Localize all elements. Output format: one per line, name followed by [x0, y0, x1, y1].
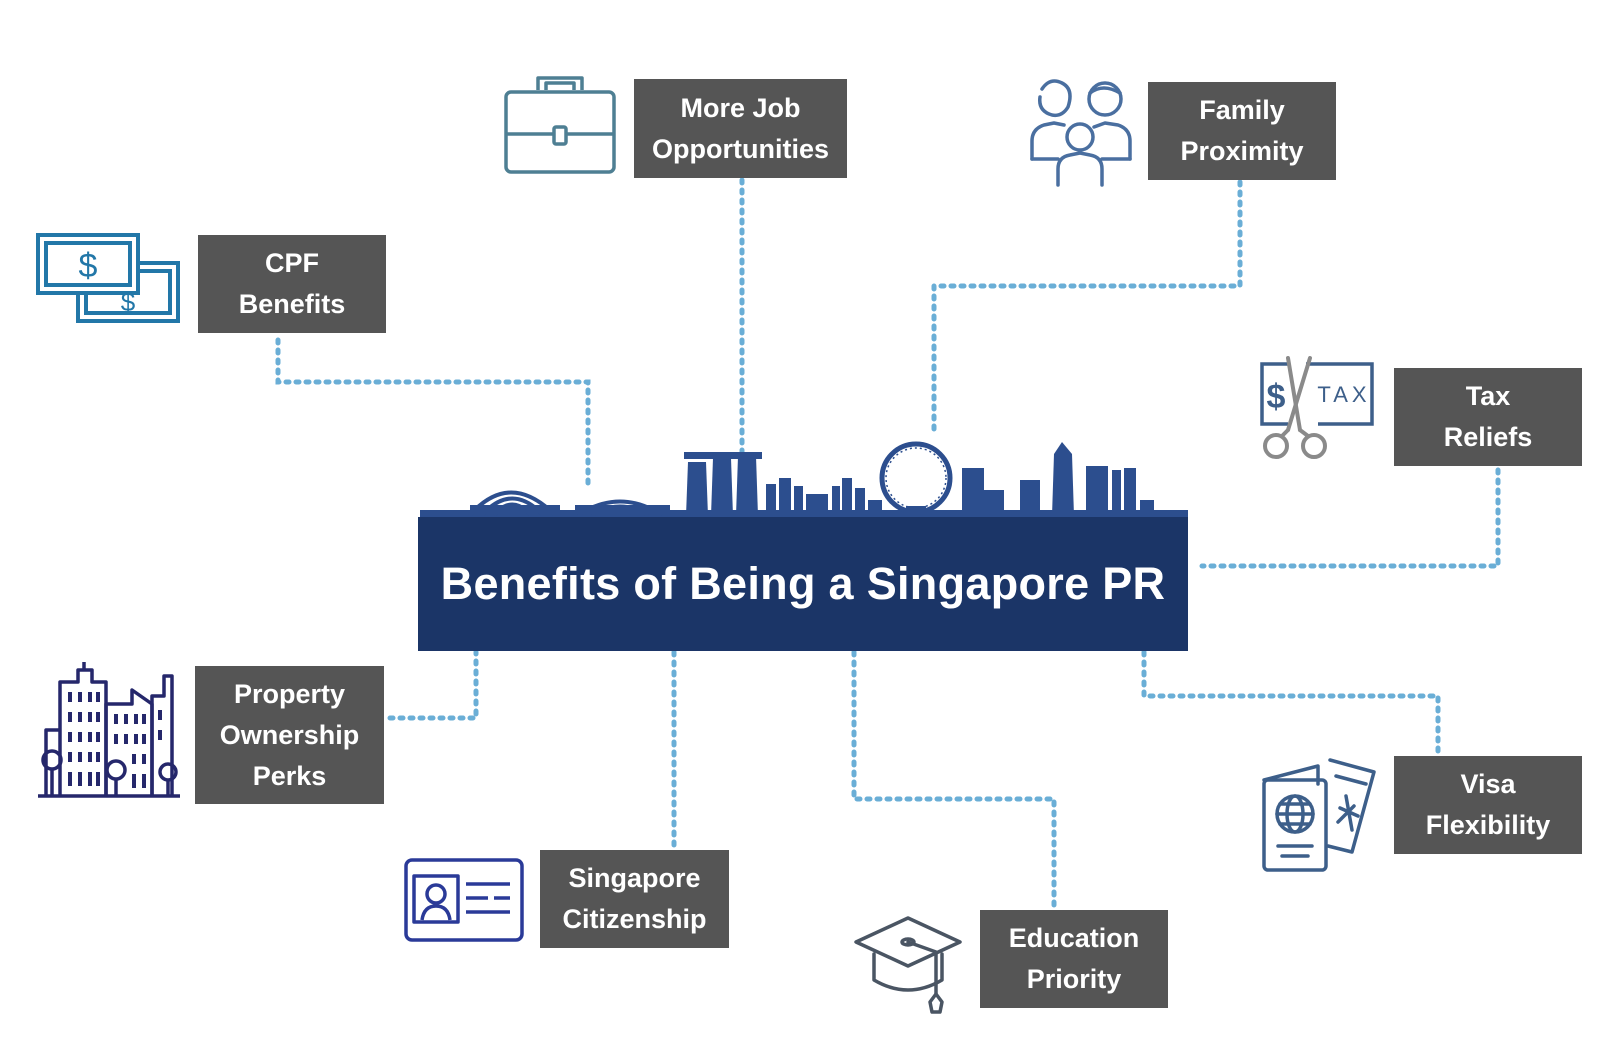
benefit-label-line: Proximity [1180, 136, 1304, 166]
city-buildings-icon [38, 662, 180, 798]
benefit-label-line: Perks [252, 760, 327, 791]
benefit-label-line: Opportunities [652, 133, 829, 164]
benefit-box-property-ownership: Property Ownership Perks [195, 666, 384, 804]
family-icon [1030, 79, 1132, 187]
graduation-cap-icon [854, 916, 962, 1014]
svg-text:TAX: TAX [1317, 382, 1370, 407]
benefit-box-visa-flexibility: Visa Flexibility [1394, 756, 1582, 854]
benefit-label-line: CPF [265, 248, 319, 278]
singapore-skyline-icon [420, 441, 1188, 518]
connector-tax [1199, 467, 1501, 569]
benefit-label-line: Ownership [219, 719, 360, 750]
connector-education [851, 649, 1057, 915]
connector-property [387, 649, 479, 721]
benefit-box-cpf-benefits: CPF Benefits [198, 235, 386, 333]
benefit-label-line: Priority [1026, 964, 1122, 994]
svg-text:$: $ [79, 247, 98, 285]
benefit-label-line: Flexibility [1425, 810, 1551, 840]
benefit-label-line: Tax [1465, 381, 1511, 411]
tax-scissors-icon: $ TAX [1260, 356, 1374, 459]
svg-text:$: $ [1267, 378, 1286, 416]
connector-family [931, 179, 1243, 435]
benefit-label-line: More Job [680, 92, 801, 123]
svg-text:$: $ [121, 287, 136, 317]
dollar-bills-icon: $ $ [36, 233, 180, 323]
briefcase-icon [504, 76, 616, 174]
connector-visa [1141, 649, 1441, 759]
passport-icon [1262, 758, 1376, 872]
id-card-icon [404, 858, 524, 942]
benefit-label-line: Reliefs [1443, 422, 1533, 452]
benefit-box-family-proximity: Family Proximity [1148, 82, 1336, 180]
benefit-label-line: Citizenship [562, 904, 707, 934]
benefit-label-line: Family [1199, 95, 1285, 125]
benefit-label-line: Visa [1460, 769, 1516, 799]
diagram-title: Benefits of Being a Singapore PR [418, 517, 1188, 651]
benefit-label-line: Benefits [238, 289, 346, 319]
benefit-box-job-opportunities: More Job Opportunities [634, 79, 847, 178]
benefit-label-line: Singapore [568, 863, 701, 893]
benefit-box-singapore-citizenship: Singapore Citizenship [540, 850, 729, 948]
benefit-box-tax-reliefs: Tax Reliefs [1394, 368, 1582, 466]
benefit-box-education-priority: Education Priority [980, 910, 1168, 1008]
connector-cpf [275, 337, 591, 491]
benefit-label-line: Property [233, 678, 346, 709]
benefit-label-line: Education [1008, 923, 1140, 953]
